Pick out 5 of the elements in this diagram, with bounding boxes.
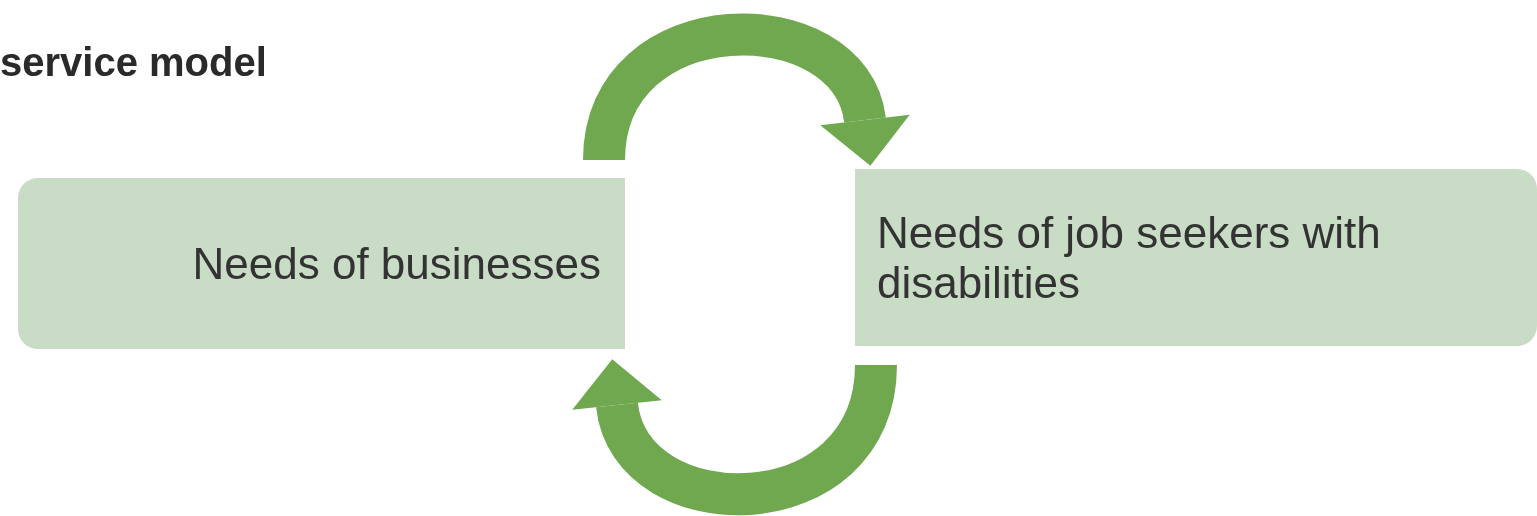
title: service model — [0, 40, 267, 85]
box-label: Needs of businesses — [192, 238, 601, 289]
rounded-box — [18, 178, 625, 349]
box-label: Needs of job seekers with disabilities — [877, 207, 1382, 308]
rounded-box — [855, 169, 1537, 346]
